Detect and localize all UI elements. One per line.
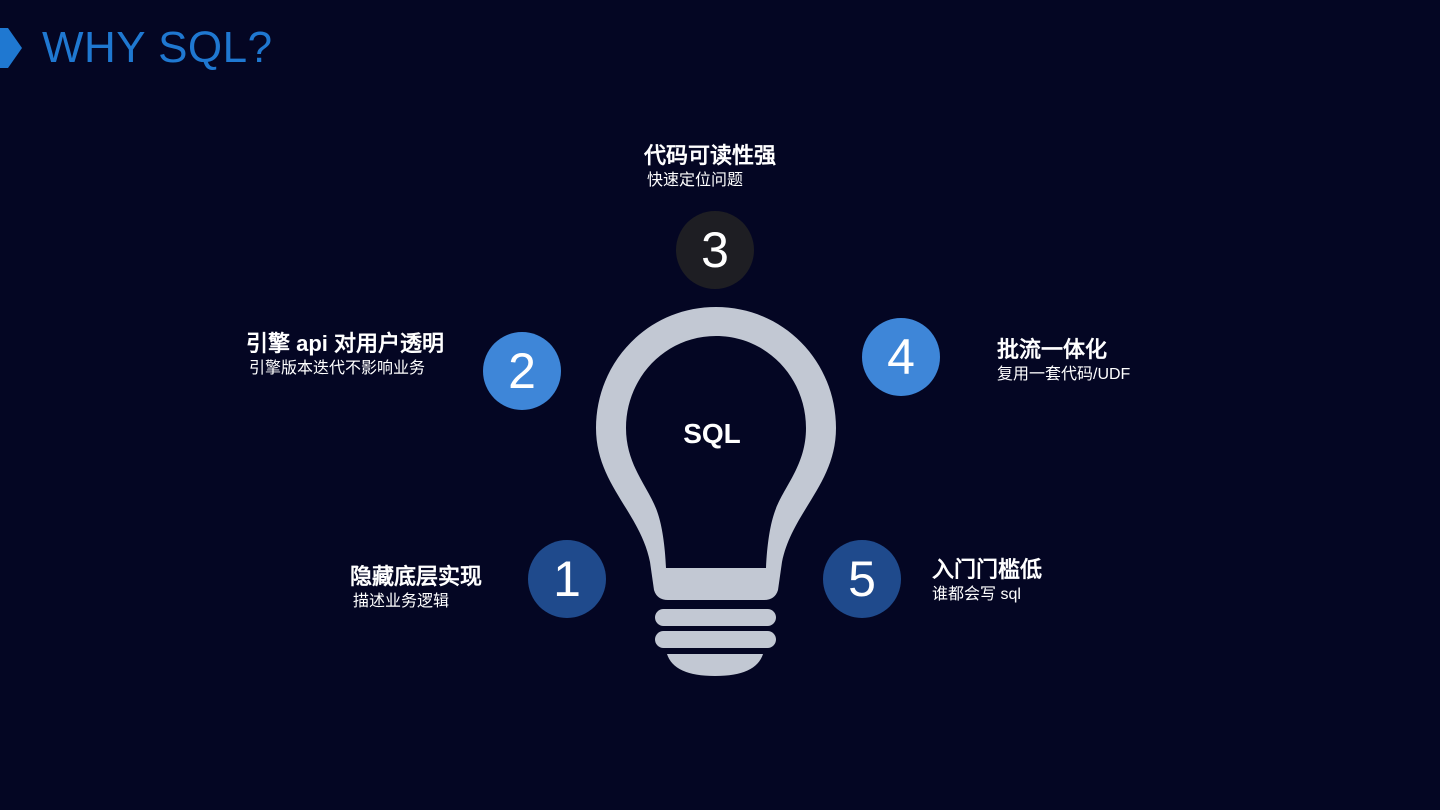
feature-subtitle: 快速定位问题 [647, 172, 744, 189]
feature-3: 代码可读性强 快速定位问题 [644, 142, 776, 192]
feature-heading: 代码可读性强 [644, 143, 777, 168]
feature-heading: 入门门槛低 [932, 557, 1043, 582]
feature-subtitle: 复用一套代码/UDF [997, 366, 1131, 383]
title-chevron-icon [0, 28, 22, 68]
feature-1: 隐藏底层实现 描述业务逻辑 [350, 563, 482, 613]
feature-subtitle: 引擎版本迭代不影响业务 [249, 360, 426, 377]
feature-heading: 引擎 api 对用户透明 [246, 331, 445, 356]
feature-subtitle: 谁都会写 sql [932, 586, 1021, 603]
number-badge-1: 1 [528, 540, 606, 618]
page-title: WHY SQL? [42, 23, 273, 72]
feature-subtitle: 描述业务逻辑 [353, 593, 450, 610]
feature-5: 入门门槛低 谁都会写 sql [932, 556, 1042, 606]
feature-heading: 批流一体化 [997, 337, 1108, 362]
number-badge-4: 4 [862, 318, 940, 396]
bulb-center-label: SQL [683, 418, 741, 449]
number-badge-3: 3 [676, 211, 754, 289]
feature-heading: 隐藏底层实现 [350, 564, 483, 589]
feature-2: 引擎 api 对用户透明 引擎版本迭代不影响业务 [246, 330, 444, 380]
number-badge-5: 5 [823, 540, 901, 618]
feature-4: 批流一体化 复用一套代码/UDF [997, 336, 1130, 386]
number-badge-2: 2 [483, 332, 561, 410]
